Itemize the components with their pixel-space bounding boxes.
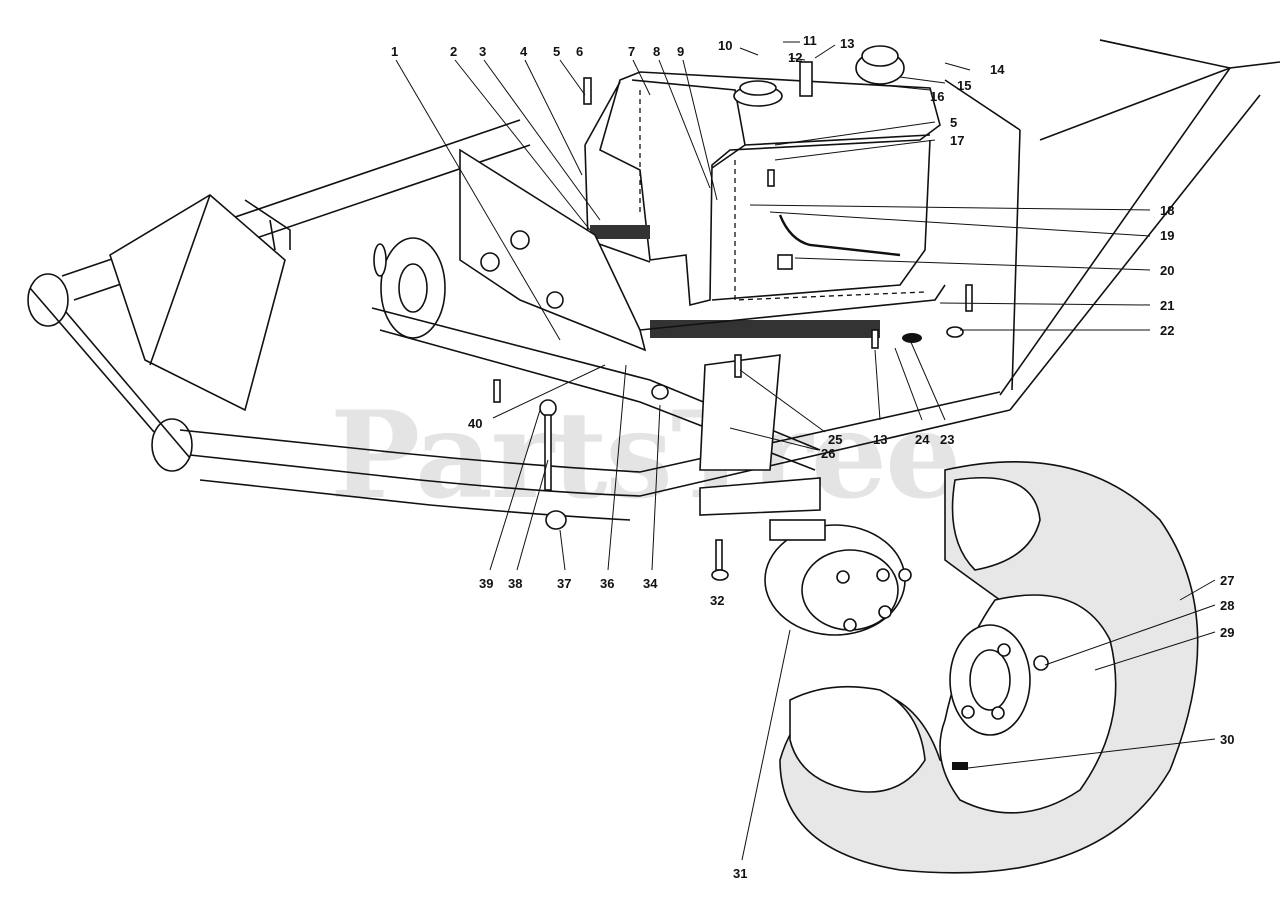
- callout-20: 20: [1160, 263, 1174, 278]
- callout-12: 12: [788, 50, 802, 65]
- callout-27: 27: [1220, 573, 1234, 588]
- callout-39: 39: [479, 576, 493, 591]
- callout-16: 16: [930, 89, 944, 104]
- watermark-text: PartsTree: [330, 385, 959, 526]
- callout-32: 32: [710, 593, 724, 608]
- callout-2: 2: [450, 44, 457, 59]
- callout-8: 8: [653, 44, 660, 59]
- callout-24: 24: [915, 432, 930, 447]
- callout-37: 37: [557, 576, 571, 591]
- callout-23: 23: [940, 432, 954, 447]
- callout-18: 18: [1160, 203, 1174, 218]
- callout-34: 34: [643, 576, 658, 591]
- callout-9: 9: [677, 44, 684, 59]
- wheel-tire-drawing: [779, 461, 1199, 874]
- callout-31: 31: [733, 866, 747, 881]
- callout-21: 21: [1160, 298, 1174, 313]
- fuel-tank-drawing: [584, 45, 946, 338]
- callout-1: 1: [391, 44, 398, 59]
- leader-lines: [395, 41, 1216, 861]
- frame-drawing: [27, 39, 1280, 521]
- callout-labels: 1 2 3 4 5 6 7 8 9 10 11 12 13 14 15 16 5…: [391, 33, 1234, 881]
- callout-30: 30: [1220, 732, 1234, 747]
- callout-13-mid: 13: [873, 432, 887, 447]
- callout-26: 26: [821, 446, 835, 461]
- callout-13-top: 13: [840, 36, 854, 51]
- callout-3: 3: [479, 44, 486, 59]
- callout-10: 10: [718, 38, 732, 53]
- callout-11: 11: [803, 33, 817, 48]
- callout-5: 5: [553, 44, 560, 59]
- callout-5-right: 5: [950, 115, 957, 130]
- callout-4: 4: [520, 44, 528, 59]
- callout-36: 36: [600, 576, 614, 591]
- callout-6: 6: [576, 44, 583, 59]
- callout-29: 29: [1220, 625, 1234, 640]
- callout-19: 19: [1160, 228, 1174, 243]
- callout-17: 17: [950, 133, 964, 148]
- callout-28: 28: [1220, 598, 1234, 613]
- callout-40: 40: [468, 416, 482, 431]
- callout-38: 38: [508, 576, 522, 591]
- callout-25: 25: [828, 432, 842, 447]
- axle-drawing: [371, 77, 973, 636]
- callout-22: 22: [1160, 323, 1174, 338]
- callout-7: 7: [628, 44, 635, 59]
- callout-15: 15: [957, 78, 971, 93]
- callout-14: 14: [990, 62, 1005, 77]
